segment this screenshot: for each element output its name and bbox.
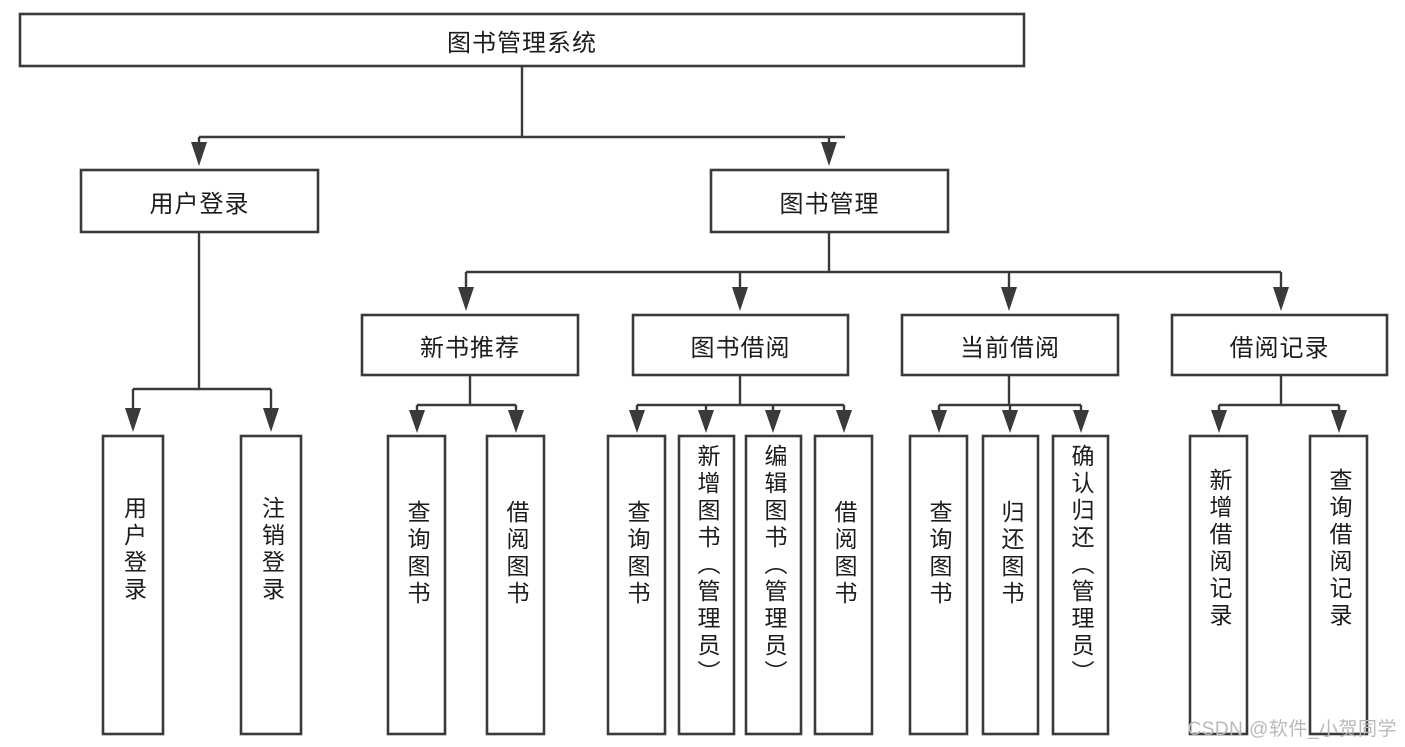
arrow-head-leaf-logout	[263, 408, 279, 432]
arrow-head-borrow-query	[629, 410, 645, 433]
leaf-node[interactable]	[485, 434, 546, 736]
edge-group-current	[931, 375, 1089, 433]
arrow-head-record-query	[1331, 410, 1347, 433]
edge-group-user-login	[125, 232, 279, 432]
arrow-head-borrow-edit	[765, 410, 781, 433]
edge-group-borrow	[629, 375, 852, 433]
edge-group-new-book	[409, 375, 524, 433]
leaf-node[interactable]	[1308, 434, 1369, 736]
arrow-head-leaf-user-login	[125, 408, 141, 432]
node-current-borrow[interactable]	[900, 313, 1120, 377]
node-book-borrow[interactable]	[631, 313, 850, 377]
leaf-node[interactable]	[677, 434, 736, 736]
node-new-book-recommend[interactable]	[360, 313, 580, 377]
arrow-head-record	[1273, 287, 1289, 311]
arrow-head-current-query	[931, 410, 947, 433]
arrow-head-record-add	[1211, 410, 1227, 433]
arrow-head-borrow-add	[698, 410, 714, 433]
leaf-node[interactable]	[606, 434, 667, 736]
arrow-head-book-mgmt	[821, 142, 837, 166]
arrow-head-current-confirm	[1073, 410, 1089, 433]
node-user-login[interactable]	[79, 168, 320, 234]
leaf-node[interactable]	[386, 434, 447, 736]
leaf-node[interactable]	[981, 434, 1040, 736]
arrow-head-current-return	[1002, 410, 1018, 433]
arrow-head-newbook-query	[409, 410, 425, 433]
leaf-node[interactable]	[744, 434, 803, 736]
edge-group-book-mgmt	[458, 232, 1289, 311]
node-borrow-record[interactable]	[1170, 313, 1389, 377]
arrow-head-current	[1001, 287, 1017, 311]
leaf-node[interactable]	[101, 434, 165, 736]
node-book-management[interactable]	[709, 168, 950, 234]
leaf-node[interactable]	[239, 434, 303, 736]
leaf-node[interactable]	[908, 434, 969, 736]
leaf-node[interactable]	[813, 434, 874, 736]
arrow-head-borrow	[732, 287, 748, 311]
arrow-head-borrow-lend	[836, 410, 852, 433]
arrow-head-new-book	[458, 287, 474, 311]
edge-group-root	[191, 66, 845, 166]
node-root[interactable]	[18, 12, 1026, 68]
arrow-head-user-login	[191, 142, 207, 166]
leaf-node[interactable]	[1188, 434, 1249, 736]
arrow-head-newbook-borrow	[508, 410, 524, 433]
edge-group-record	[1211, 375, 1347, 433]
leaf-node[interactable]	[1051, 434, 1110, 736]
